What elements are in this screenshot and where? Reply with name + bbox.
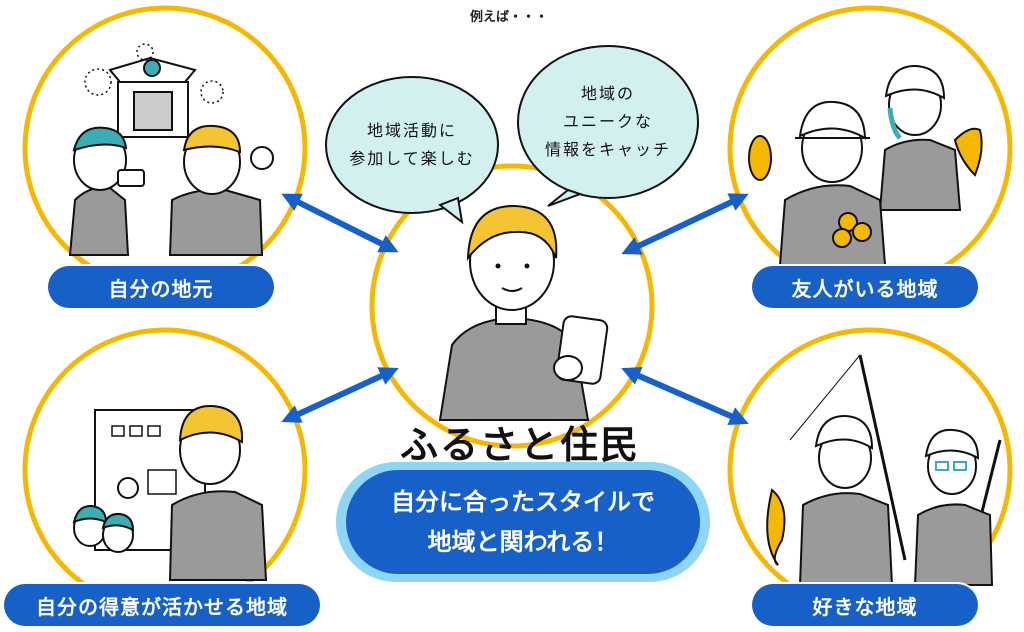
speech-bubble-right-text: 地域の ユニークな 情報をキャッチ [530,80,686,164]
center-message: 自分に合ったスタイルで 地域と関われる！ [346,470,700,574]
bubble-left-line2: 参加して楽しむ [349,149,475,168]
arrow-bottom-left [281,367,399,423]
skills-teaching-illustration [72,404,268,581]
speech-bubble-right [517,45,699,207]
favorite-fishing-illustration [766,354,1002,586]
label-skills-region: 自分の得意が活かせる地域 [4,584,320,626]
speech-bubble-left-text: 地域活動に 参加して楽しむ [340,117,484,173]
friends-harvest-illustration [748,64,983,266]
label-favorite-region: 好きな地域 [752,584,978,626]
label-hometown: 自分の地元 [48,266,274,308]
intro-text: 例えば・・・ [470,10,549,25]
arrow-top-left [281,193,399,253]
speech-bubble-left [325,76,499,225]
arrow-bottom-right [621,367,749,425]
hometown-festival-illustration [68,43,274,256]
bubble-left-line1: 地域活動に [366,121,457,140]
label-friends-region: 友人がいる地域 [752,266,978,308]
bubble-right-line1: 地域の [580,84,635,103]
arrow-top-right [621,193,749,255]
center-message-line2: 地域と関われる！ [427,528,619,556]
center-title: ふるさと住民 [399,423,640,467]
central-resident-illustration [438,204,609,421]
bubble-right-line3: 情報をキャッチ [544,140,671,159]
arrows [281,193,749,425]
center-message-line1: 自分に合ったスタイルで [391,488,655,516]
bubble-right-line2: ユニークな [562,112,653,131]
